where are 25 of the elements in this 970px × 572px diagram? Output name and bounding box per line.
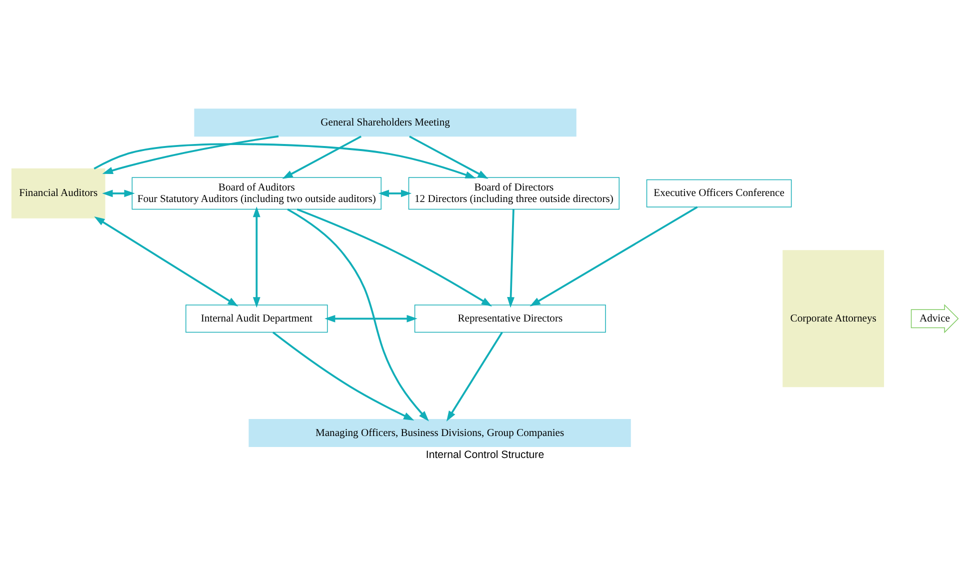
arrow xyxy=(94,142,476,178)
node-box: Internal Audit Department xyxy=(186,304,328,332)
node-box: Managing Officers, Business Divisions, Group Companies xyxy=(248,418,631,446)
arrow xyxy=(446,331,503,421)
arrow xyxy=(94,216,238,306)
arrow xyxy=(409,135,488,178)
node-box: Board of Auditors Four Statutory Auditors (including two outside auditors) xyxy=(132,176,382,210)
node-box: Representative Directors xyxy=(414,304,606,332)
arrow xyxy=(282,135,362,178)
arrow xyxy=(507,208,515,308)
arrow xyxy=(378,189,412,197)
node-box: Financial Auditors xyxy=(11,168,106,218)
arrow xyxy=(252,206,260,308)
arrow xyxy=(272,331,414,420)
node-box: Board of Directors 12 Directors (including three outside directors) xyxy=(408,176,620,210)
node-box: Executive Officers Conference xyxy=(646,178,792,207)
arrow xyxy=(296,208,492,306)
node-box: Corporate Attorneys xyxy=(782,250,884,387)
node-box: General Shareholders Meeting xyxy=(194,108,576,136)
arrow xyxy=(324,314,418,322)
caption: Internal Control Structure xyxy=(426,448,544,461)
arrow xyxy=(102,189,135,197)
arrow xyxy=(102,134,279,174)
arrow xyxy=(530,206,698,306)
arrow xyxy=(287,208,429,421)
